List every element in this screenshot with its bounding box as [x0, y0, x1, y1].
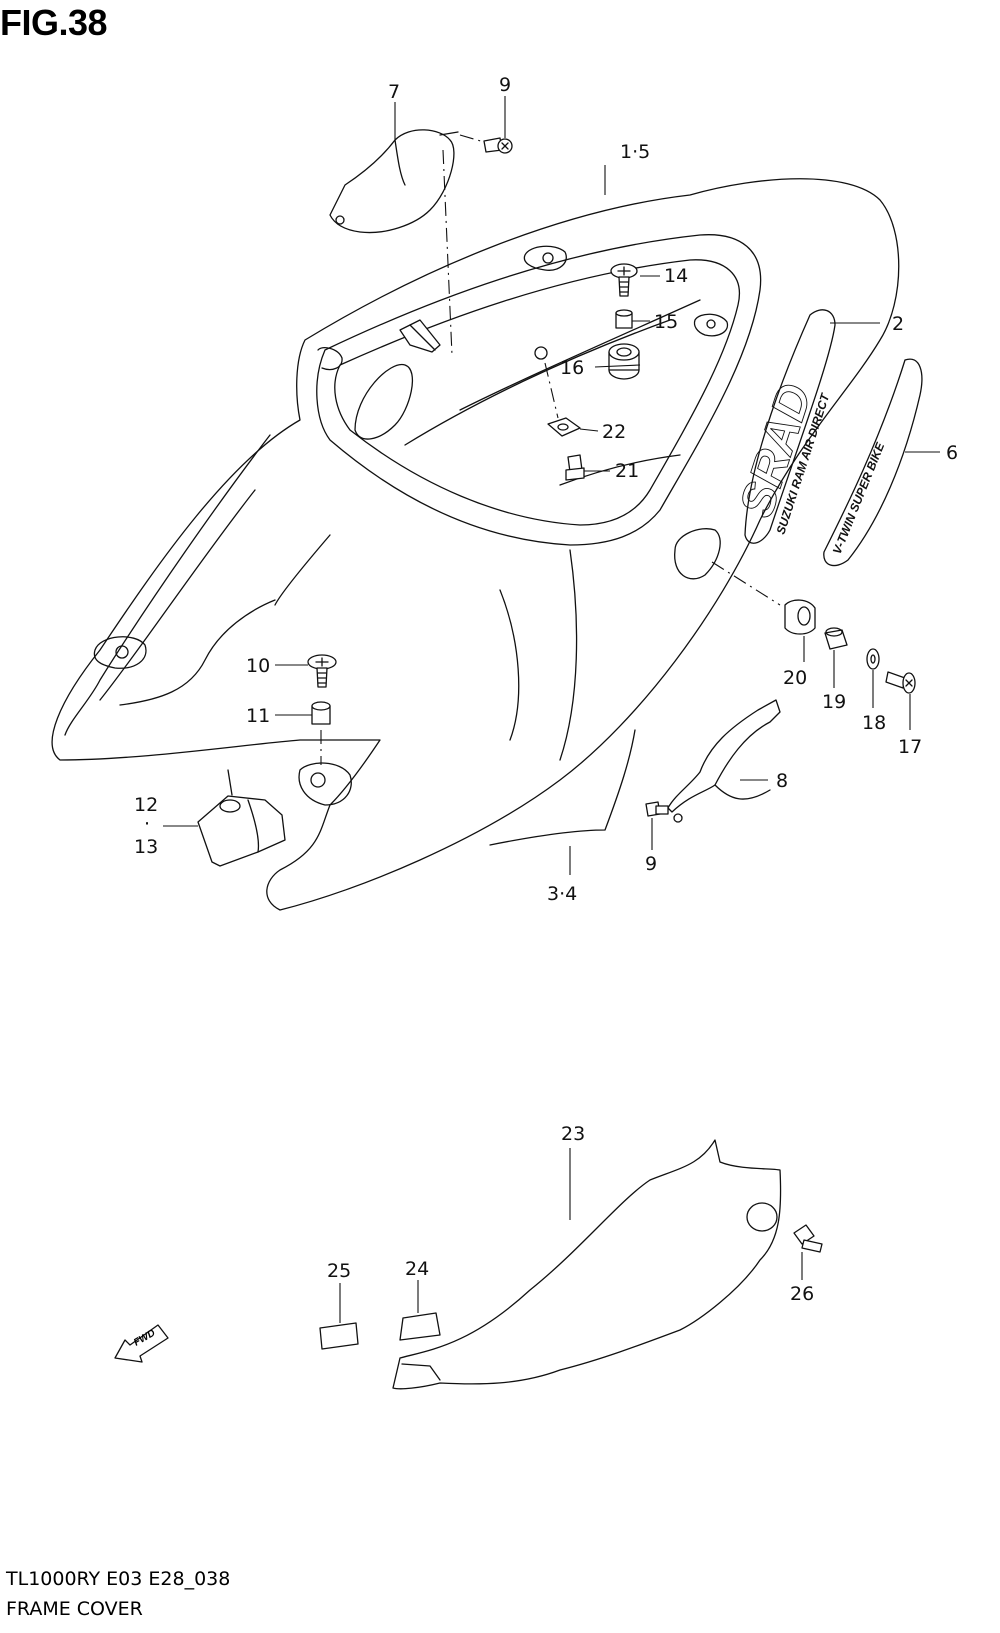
bracket-part-7	[329, 129, 459, 234]
callout-24: 24	[405, 1258, 429, 1280]
callout-11: 11	[246, 705, 270, 727]
callout-19: 19	[822, 691, 846, 713]
screw-part-9-bottom	[645, 801, 669, 817]
bracket-part-12-13	[197, 769, 286, 867]
srad-decal: SRAD SUZUKI RAM AIR DIRECT	[730, 377, 833, 536]
callout-2: 2	[892, 313, 904, 335]
callout-12-13-dot: ·	[144, 813, 150, 835]
screw-part-10	[307, 654, 337, 688]
callout-26: 26	[790, 1283, 814, 1305]
callout-8: 8	[776, 770, 788, 792]
figure-name: FRAME COVER	[6, 1598, 143, 1620]
pad-part-25	[319, 1322, 359, 1350]
callout-14: 14	[664, 265, 688, 287]
callout-15: 15	[654, 311, 678, 333]
callout-3-4: 3·4	[547, 883, 577, 905]
callout-17: 17	[898, 736, 922, 758]
callout-6: 6	[946, 442, 958, 464]
washer-part-18	[866, 648, 880, 670]
figure-code: TL1000RY E03 E28_038	[6, 1568, 231, 1590]
svg-text:V-TWIN SUPER BIKE: V-TWIN SUPER BIKE	[830, 440, 888, 556]
seat-tail-cowl	[51, 178, 900, 911]
figure-title: FIG.38	[0, 2, 108, 43]
rivet-part-26	[793, 1224, 823, 1253]
callout-12: 12	[134, 794, 158, 816]
frame-cover-part-23	[392, 1139, 782, 1390]
screw-part-14	[610, 263, 638, 297]
screw-part-9-top	[483, 137, 513, 154]
callout-9-top: 9	[499, 74, 511, 96]
callout-21: 21	[615, 460, 639, 482]
callout-18: 18	[862, 712, 886, 734]
callout-7: 7	[388, 81, 400, 103]
callout-1-5: 1·5	[620, 141, 650, 163]
callout-25: 25	[327, 1260, 351, 1282]
callout-labels: 7 9 1·5 14 2 15 16 6 22 21 20 19 18 17 1…	[134, 74, 958, 1305]
callout-9-bottom: 9	[645, 853, 657, 875]
clip-dart	[399, 319, 441, 353]
screw-part-17	[885, 671, 916, 694]
nut-part-22	[534, 346, 581, 437]
pad-part-24	[399, 1312, 441, 1341]
grommet-part-20	[784, 599, 816, 635]
callout-20: 20	[783, 667, 807, 689]
leader-lines	[163, 96, 940, 1323]
callout-10: 10	[246, 655, 270, 677]
collar-part-11	[311, 701, 331, 725]
vtwin-decal: V-TWIN SUPER BIKE	[823, 358, 923, 567]
bolt-part-21	[565, 454, 585, 481]
collar-part-15	[615, 309, 633, 329]
fwd-arrow-icon: FWD	[114, 1324, 169, 1363]
callout-23: 23	[561, 1123, 585, 1145]
callout-13: 13	[134, 836, 158, 858]
bracket-part-8	[667, 699, 781, 823]
callout-22: 22	[602, 421, 626, 443]
grommet-part-16	[608, 343, 640, 380]
collar-part-19	[824, 627, 848, 650]
callout-16: 16	[560, 357, 584, 379]
